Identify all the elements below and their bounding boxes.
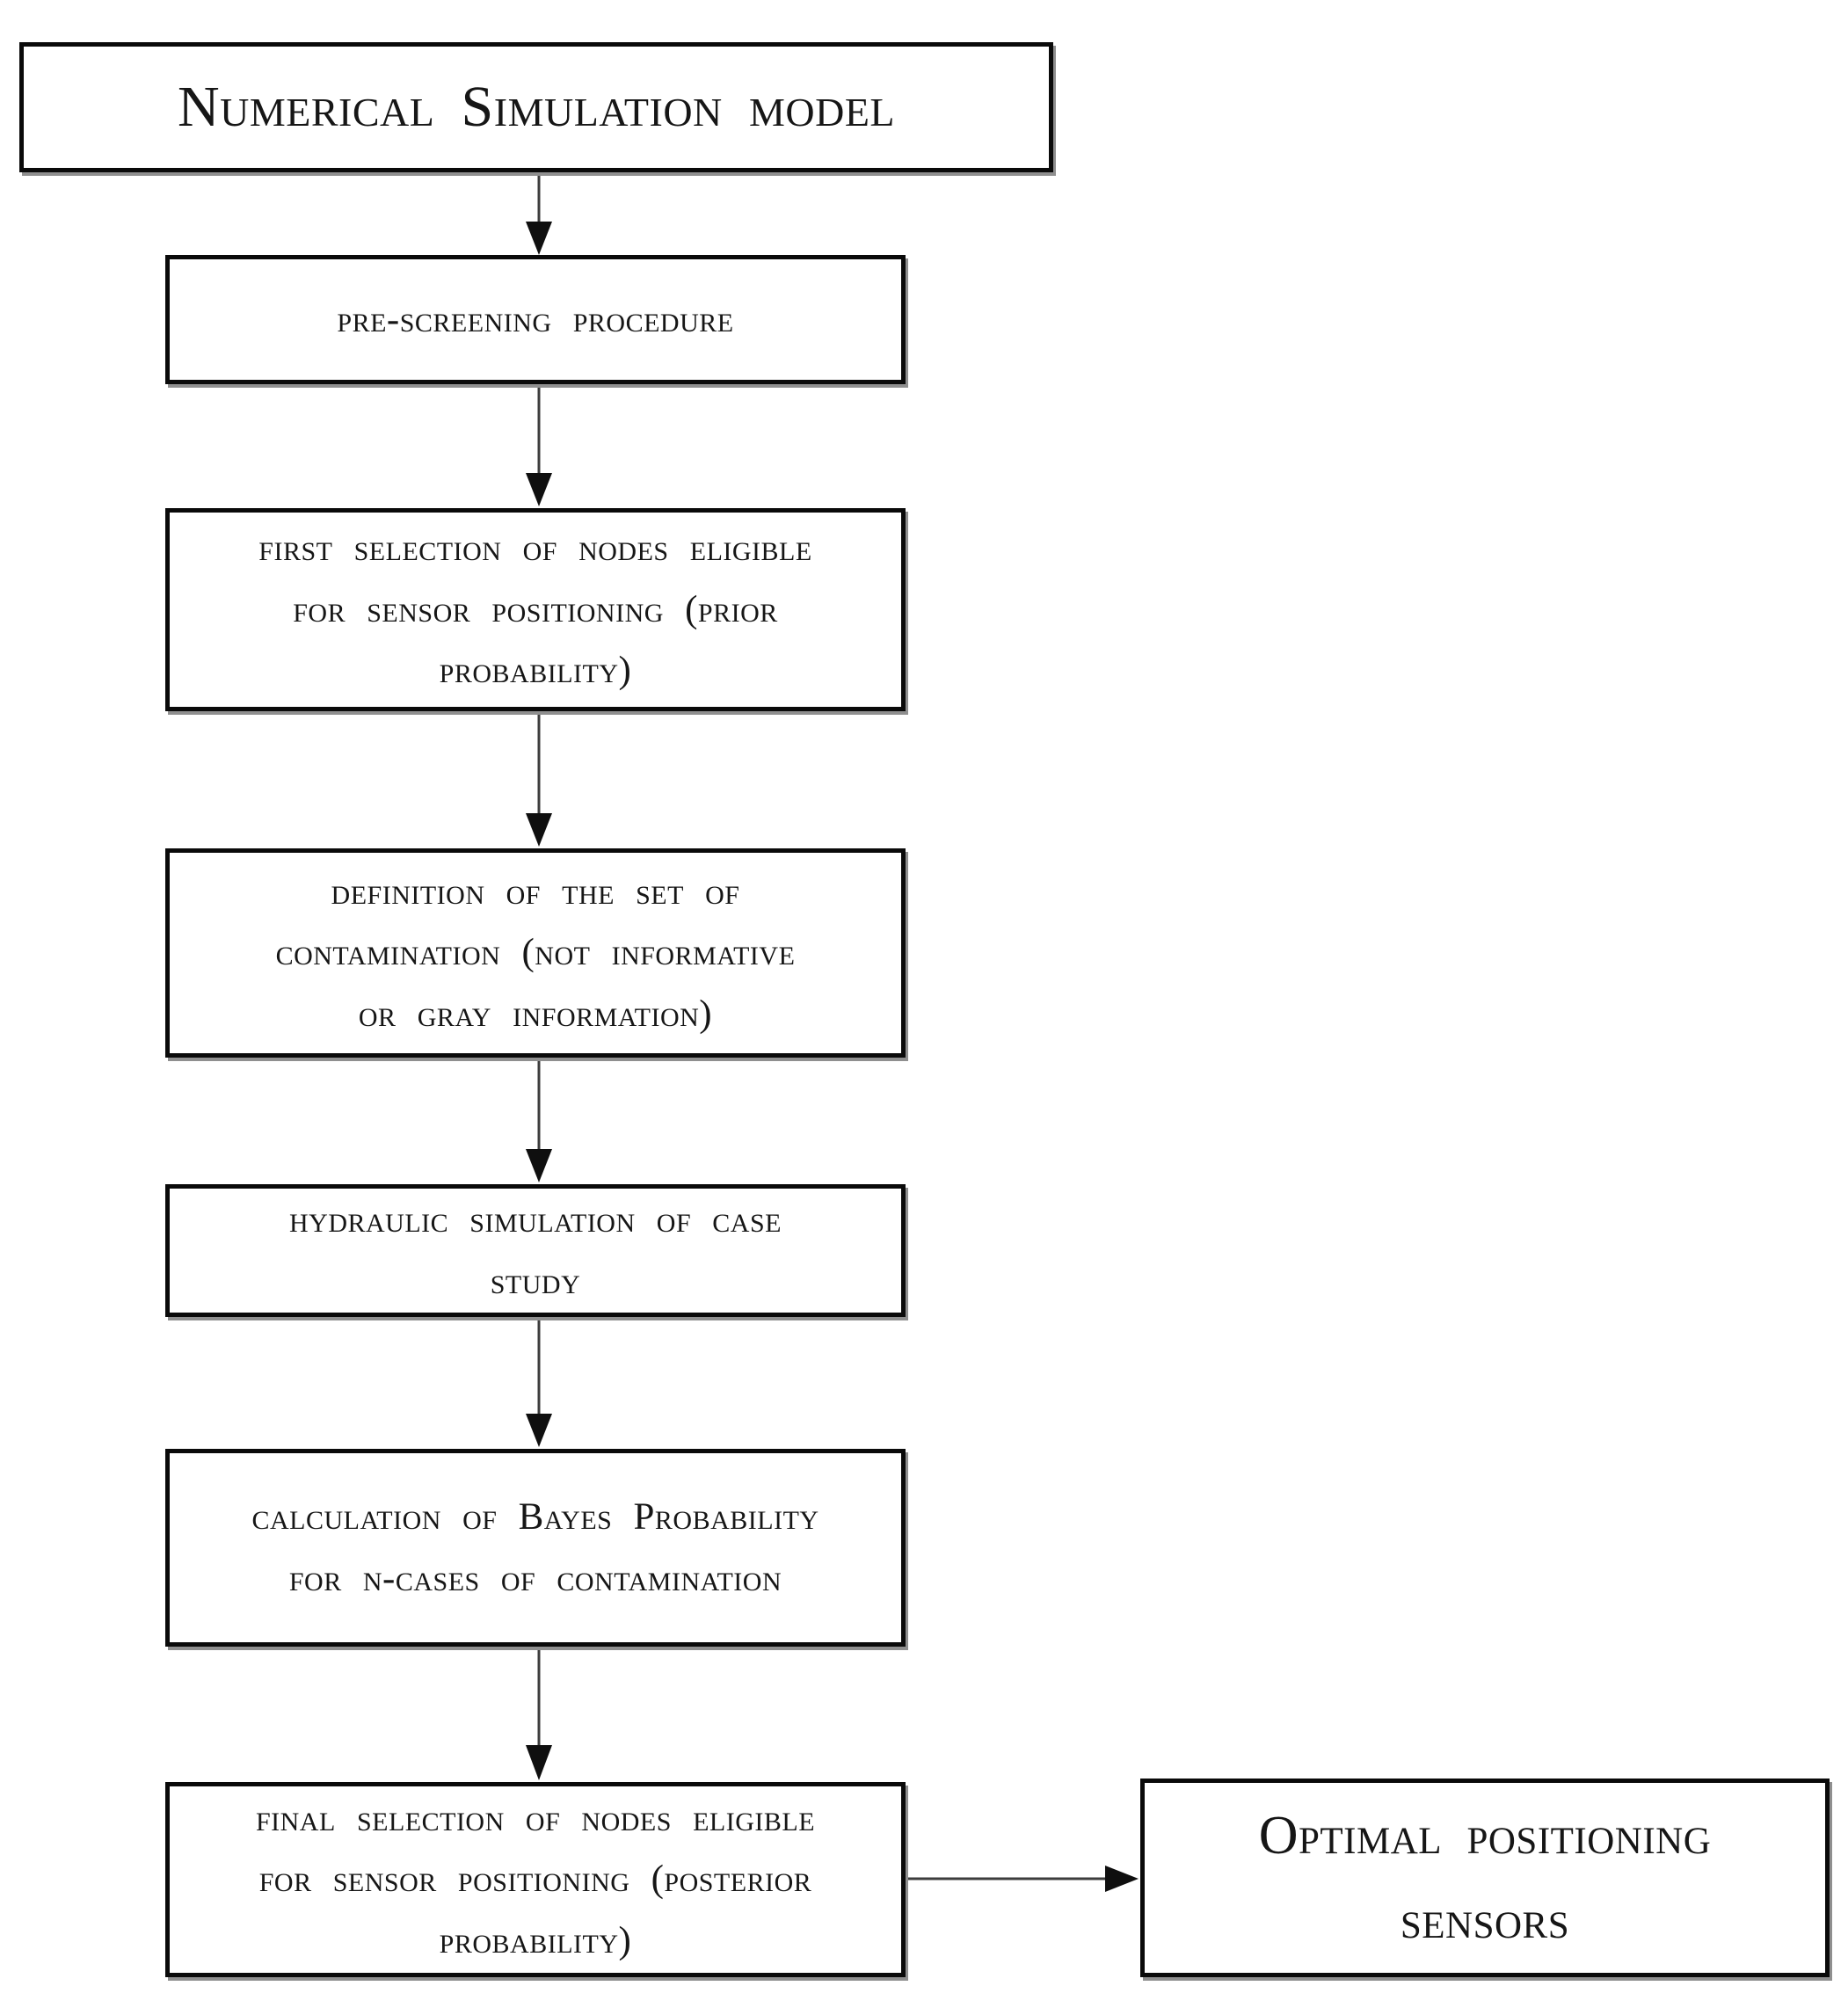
text-line: first selection of nodes eligible (258, 527, 812, 570)
text-line: pre-screening procedure (337, 298, 734, 340)
text-line: Optimal positioning (1258, 1805, 1712, 1866)
node-text: first selection of nodes eligible for se… (258, 518, 811, 702)
text-line: sensors (1400, 1890, 1570, 1950)
node-first-selection-prior: first selection of nodes eligible for se… (165, 508, 906, 711)
text-line: for sensor positioning (prior (293, 588, 778, 630)
arrowhead-down-icon (526, 222, 552, 255)
node-pre-screening-procedure: pre-screening procedure (165, 255, 906, 384)
text-line: final selection of nodes eligible (255, 1797, 816, 1839)
arrowhead-down-icon (526, 1414, 552, 1447)
arrow-definition-to-hydraulic (526, 1058, 552, 1182)
arrowhead-down-icon (526, 1149, 552, 1182)
text-line: study (490, 1260, 581, 1302)
text-line: or gray information) (358, 993, 713, 1035)
text-line: hydraulic simulation of case (289, 1198, 782, 1240)
node-optimal-positioning-sensors: Optimal positioning sensors (1140, 1779, 1830, 1977)
node-text: pre-screening procedure (337, 289, 733, 351)
arrow-final-selection-to-optimal (907, 1866, 1139, 1892)
node-text: definition of the set of contamination (… (276, 862, 796, 1045)
arrow-bayes-to-final-selection (526, 1648, 552, 1780)
text-line: Numerical Simulation model (177, 75, 896, 140)
node-text: hydraulic simulation of case study (289, 1189, 782, 1312)
arrow-prescreening-to-first-selection (526, 385, 552, 506)
node-definition-set-contamination: definition of the set of contamination (… (165, 848, 906, 1058)
text-line: for n-cases of contamination (288, 1557, 782, 1599)
arrowhead-down-icon (526, 473, 552, 506)
node-bayes-probability-calculation: calculation of Bayes Probability for n-c… (165, 1449, 906, 1647)
arrow-hydraulic-to-bayes (526, 1318, 552, 1447)
node-text: final selection of nodes eligible for se… (256, 1788, 815, 1972)
arrowhead-down-icon (526, 1745, 552, 1780)
node-numerical-simulation-model: Numerical Simulation model (19, 42, 1053, 172)
node-final-selection-posterior: final selection of nodes eligible for se… (165, 1782, 906, 1977)
arrow-model-to-prescreening (526, 172, 552, 255)
node-text: Optimal positioning sensors (1259, 1793, 1712, 1962)
arrow-first-selection-to-definition (526, 712, 552, 847)
arrowhead-down-icon (526, 813, 552, 847)
node-title-text: Numerical Simulation model (178, 72, 895, 142)
text-line: for sensor positioning (posterior (258, 1859, 812, 1901)
text-line: definition of the set of (331, 870, 740, 913)
node-text: calculation of Bayes Probability for n-c… (251, 1487, 819, 1609)
node-hydraulic-simulation-case-study: hydraulic simulation of case study (165, 1184, 906, 1317)
text-line: probability) (439, 1919, 632, 1961)
text-line: probability) (439, 650, 632, 692)
text-line: calculation of Bayes Probability (251, 1495, 819, 1538)
text-line: contamination (not informative (275, 932, 796, 974)
arrowhead-right-icon (1105, 1866, 1139, 1892)
